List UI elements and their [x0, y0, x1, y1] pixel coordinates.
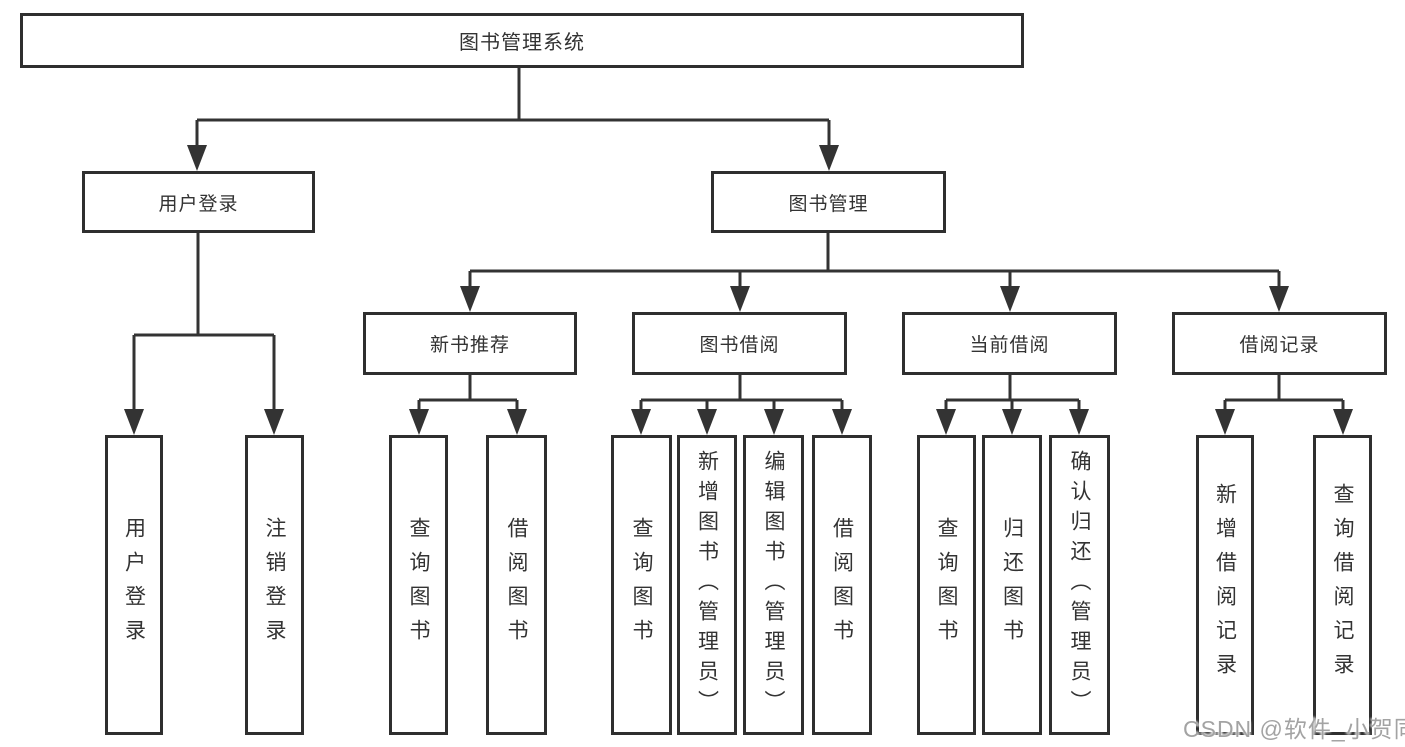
node-label: 当前借阅: [969, 335, 1050, 356]
node-new-book-recommend: 新书推荐: [363, 312, 577, 375]
node-label: 新增图书（管理员）: [695, 450, 719, 720]
node-label: 借阅图书: [830, 517, 854, 653]
node-book-management: 图书管理: [711, 171, 946, 233]
arrowhead-icons: [124, 145, 1353, 435]
node-leaf-add-borrow-record: 新增借阅记录: [1196, 435, 1254, 735]
node-label: 用户登录: [122, 517, 146, 653]
node-label: 查询图书: [935, 517, 958, 653]
node-leaf-query-borrow-record: 查询借阅记录: [1313, 435, 1372, 735]
node-borrow-records: 借阅记录: [1172, 312, 1387, 375]
node-label: 新书推荐: [429, 335, 510, 356]
watermark: CSDN @软件_小贺同学: [1183, 716, 1405, 742]
node-leaf-logout: 注销登录: [245, 435, 304, 735]
node-leaf-edit-book-admin: 编辑图书（管理员）: [743, 435, 804, 735]
node-label: 查询图书: [630, 517, 653, 653]
node-label: 新增借阅记录: [1213, 483, 1237, 687]
node-root-system: 图书管理系统: [20, 13, 1024, 68]
node-book-borrow: 图书借阅: [632, 312, 847, 375]
node-label: 借阅图书: [505, 517, 528, 653]
node-leaf-confirm-return-admin: 确认归还（管理员）: [1049, 435, 1110, 735]
node-label: 确认归还（管理员）: [1068, 450, 1091, 720]
node-leaf-add-book-admin: 新增图书（管理员）: [677, 435, 737, 735]
node-label: 图书管理: [788, 193, 869, 215]
node-label: 借阅记录: [1239, 335, 1320, 356]
node-label: 归还图书: [1000, 517, 1024, 653]
node-label: 查询图书: [407, 517, 430, 653]
node-leaf-query-books-1: 查询图书: [389, 435, 448, 735]
node-user-login: 用户登录: [82, 171, 315, 233]
node-leaf-borrow-books-1: 借阅图书: [486, 435, 547, 735]
node-leaf-query-books-3: 查询图书: [917, 435, 976, 735]
node-leaf-query-books-2: 查询图书: [611, 435, 672, 735]
node-label: 图书管理系统: [459, 32, 585, 54]
node-label: 编辑图书（管理员）: [762, 450, 785, 720]
node-leaf-user-login: 用户登录: [105, 435, 163, 735]
node-leaf-return-book: 归还图书: [982, 435, 1042, 735]
node-label: 查询借阅记录: [1331, 483, 1354, 687]
node-label: 注销登录: [263, 517, 286, 653]
node-leaf-borrow-books-2: 借阅图书: [812, 435, 872, 735]
node-label: 用户登录: [158, 193, 239, 215]
node-label: 图书借阅: [699, 335, 780, 356]
node-current-borrow: 当前借阅: [902, 312, 1117, 375]
